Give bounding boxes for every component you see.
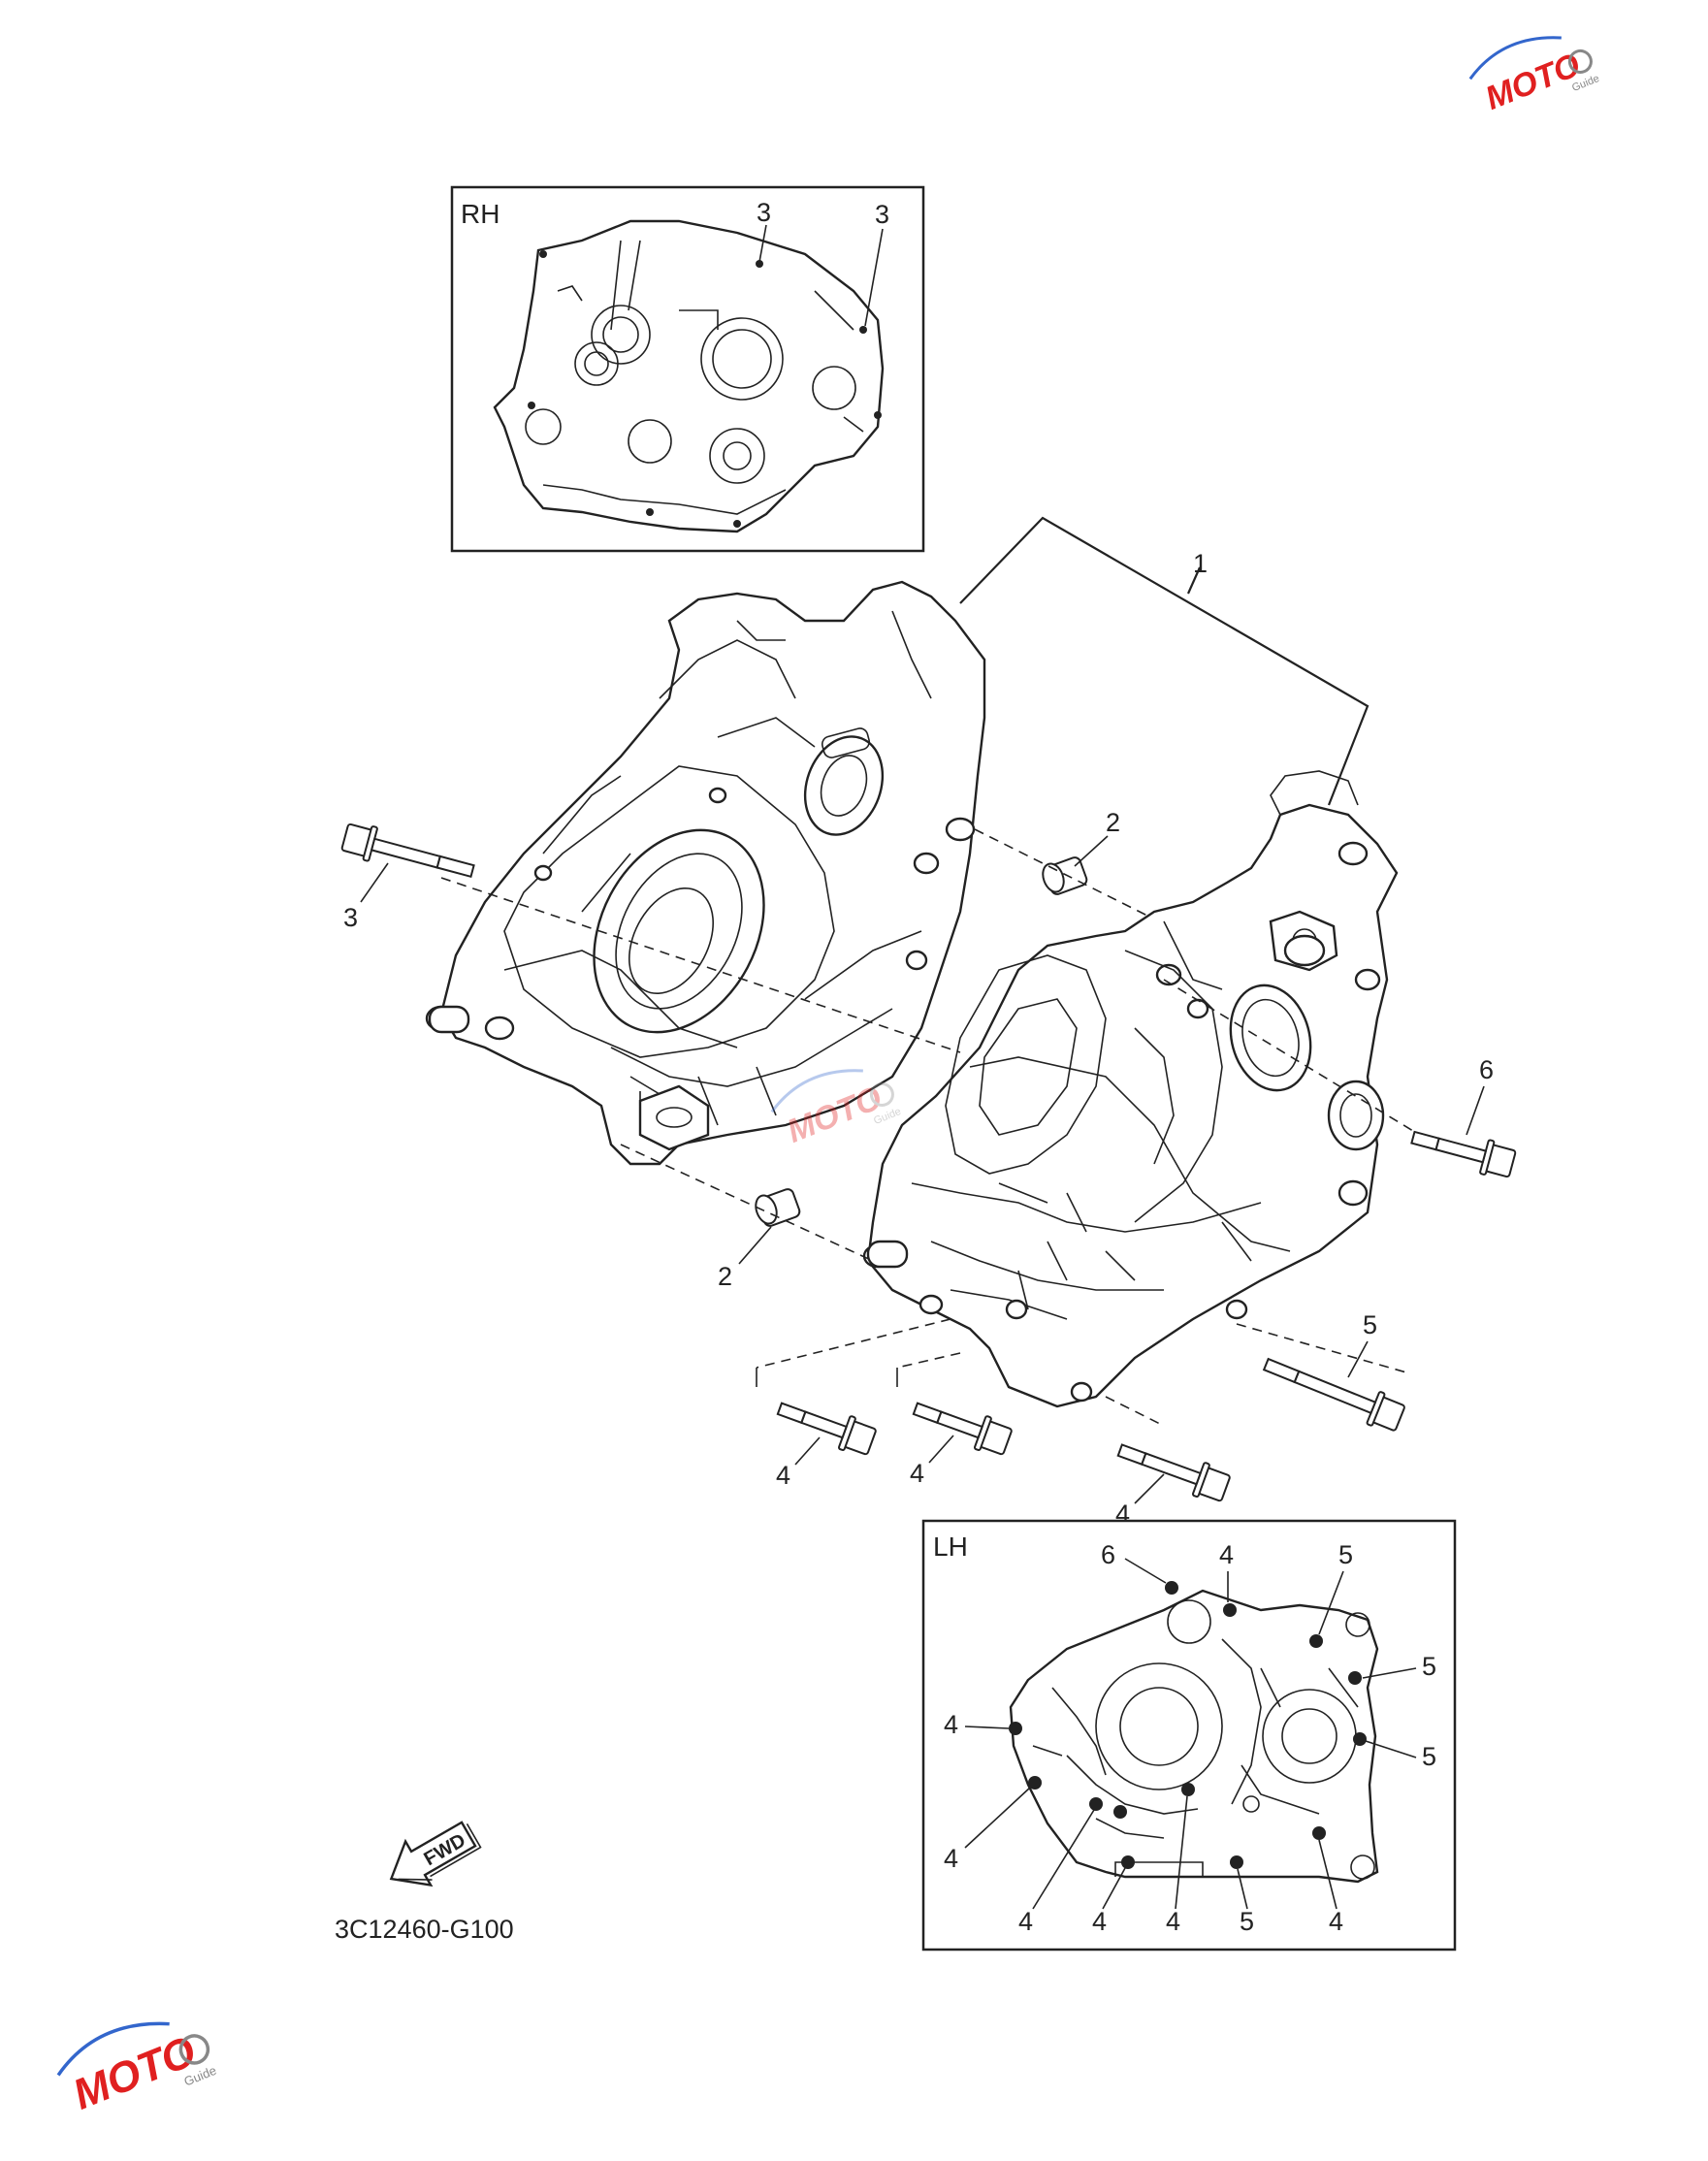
lh-callout-4-bottom-4: 4 (1329, 1907, 1343, 1936)
watermark-logo-bottom: MOTO Guide (56, 2021, 218, 2119)
callout-6-main: 6 (1479, 1055, 1494, 1084)
dowel-lower: 2 (718, 1188, 801, 1291)
lh-callout-5-top: 5 (1338, 1540, 1353, 1569)
lh-callout-4-left-lower: 4 (944, 1844, 958, 1873)
callout-1-bracket: 1 (959, 516, 1370, 806)
rh-callout-3b: 3 (875, 200, 889, 229)
lh-crankcase-outline (1009, 1589, 1379, 1884)
bolt-5: 5 (1262, 1310, 1405, 1432)
assembly-centerlines (440, 828, 1436, 1427)
bolt-4b: 4 (910, 1402, 1013, 1488)
lh-callout-5-right-upper: 5 (1422, 1652, 1436, 1681)
bolt-6: 6 (1410, 1055, 1517, 1178)
lh-callout-5-right-lower: 5 (1422, 1742, 1436, 1771)
callout-5-main: 5 (1363, 1310, 1377, 1339)
callout-3-main: 3 (343, 903, 358, 932)
bolt-4a: 4 (776, 1402, 877, 1490)
lh-inset-title: LH (933, 1532, 968, 1562)
lh-inset: LH 6 (921, 1519, 1457, 1951)
rh-inset: RH 3 3 (450, 185, 925, 553)
callout-4b-main: 4 (910, 1459, 924, 1488)
fwd-arrow-icon: FWD (389, 1821, 482, 1887)
dowel-upper: 2 (1042, 808, 1120, 895)
callout-2-upper: 2 (1106, 808, 1120, 837)
diagram-code: 3C12460-G100 (335, 1915, 514, 1944)
lh-callout-4-bottom-1: 4 (1018, 1907, 1033, 1936)
crankcase-left-half (862, 770, 1399, 1408)
rh-callout-3a: 3 (757, 198, 771, 227)
callout-4a-main: 4 (776, 1461, 790, 1490)
crankcase-right-half (425, 580, 986, 1166)
lh-callout-4-top: 4 (1219, 1540, 1234, 1569)
lh-callout-4-bottom-3: 4 (1166, 1907, 1180, 1936)
rh-crankcase-outline (493, 219, 885, 533)
bolt-3: 3 (340, 822, 475, 932)
lh-callout-4-bottom-2: 4 (1092, 1907, 1107, 1936)
lh-callout-6: 6 (1101, 1540, 1115, 1569)
rh-inset-title: RH (461, 199, 500, 229)
lh-callout-5-bottom: 5 (1240, 1907, 1254, 1936)
callout-1-label: 1 (1193, 549, 1208, 578)
callout-2-lower: 2 (718, 1262, 732, 1291)
watermark-logo-top: MOTO Guide (1468, 36, 1601, 117)
bolt-4c: 4 (1115, 1443, 1231, 1529)
lh-callout-4-left-upper: 4 (944, 1710, 958, 1739)
